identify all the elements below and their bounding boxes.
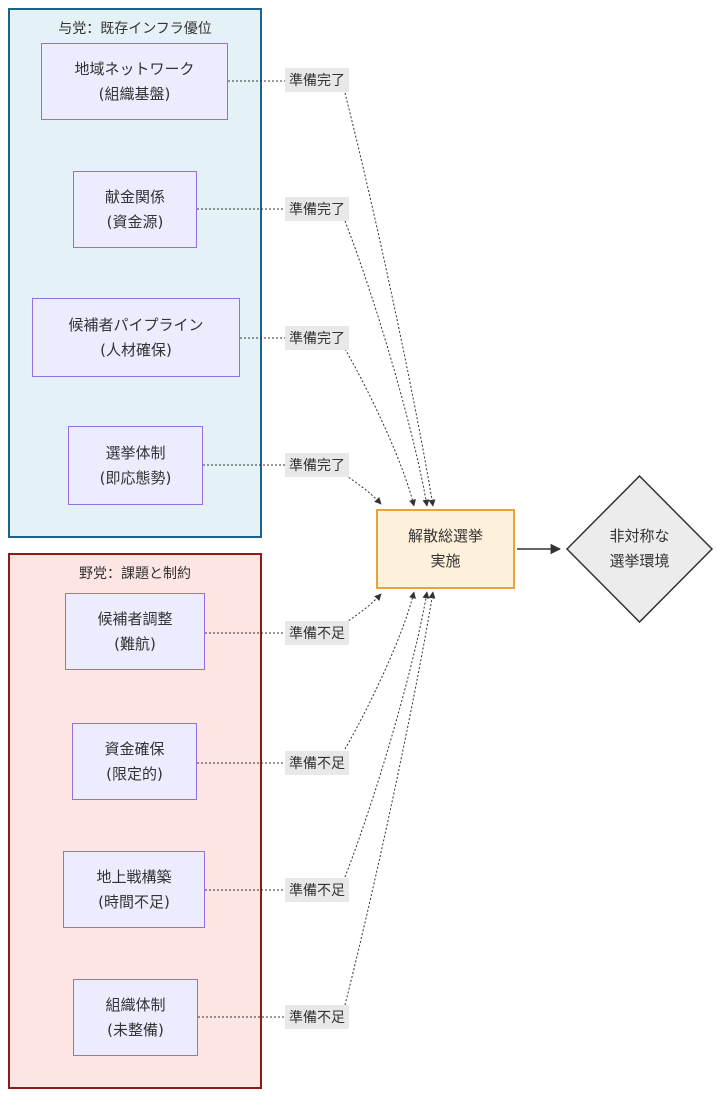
node-organization-line1: 組織体制 (105, 995, 166, 1014)
node-organization-line2: (未整備) (107, 1020, 164, 1039)
node-organization[interactable]: 組織体制 (未整備) (73, 979, 198, 1056)
node-funding-line1: 資金確保 (104, 739, 165, 758)
node-regional-network[interactable]: 地域ネットワーク (組織基盤) (41, 43, 228, 120)
node-funding-line2: (限定的) (106, 764, 163, 783)
node-donation-line1: 献金関係 (104, 187, 165, 206)
node-snap-election-line2: 実施 (430, 552, 461, 570)
edge-label-insufficient-2: 準備不足 (285, 751, 349, 775)
edge-label-ready-4: 準備完了 (285, 453, 349, 477)
node-candidate-coordination[interactable]: 候補者調整 (難航) (65, 593, 205, 670)
edge-election-system-to-election-a (344, 348, 416, 507)
group-opposition-title: 野党：課題と制約 (79, 566, 191, 582)
edge-label-ready-1: 準備完了 (285, 68, 349, 92)
node-asymmetric-environment-line2: 選挙環境 (609, 552, 670, 570)
edge-label-ready-2: 準備完了 (285, 197, 349, 221)
edge-label-ready-3: 準備完了 (285, 326, 349, 350)
node-regional-network-line2: (組織基盤) (98, 84, 171, 103)
node-snap-election-line1: 解散総選挙 (407, 527, 483, 546)
node-candidate-coordination-line2: (難航) (114, 634, 156, 653)
edge-label-insufficient-4: 準備不足 (285, 1005, 349, 1029)
edge-label-insufficient-3: 準備不足 (285, 878, 349, 902)
node-candidate-coordination-line1: 候補者調整 (97, 609, 173, 628)
edge-election-system-to-election-b (341, 472, 382, 505)
edge-organization-to-election (344, 591, 436, 1006)
node-asymmetric-environment-line1: 非対称な (609, 527, 670, 546)
edge-label-insufficient-1: 準備不足 (285, 621, 349, 645)
node-candidate-pipeline[interactable]: 候補者パイプライン (人材確保) (32, 298, 240, 377)
node-candidate-pipeline-line1: 候補者パイプライン (68, 315, 204, 334)
node-regional-network-line1: 地域ネットワーク (74, 59, 195, 78)
node-ground-game[interactable]: 地上戦構築 (時間不足) (63, 851, 205, 928)
node-election-system[interactable]: 選挙体制 (即応態勢) (68, 426, 203, 505)
edge-donation-to-election (344, 220, 430, 507)
node-election-system-line2: (即応態勢) (99, 468, 172, 487)
node-candidate-pipeline-line2: (人材確保) (100, 340, 172, 359)
node-asymmetric-environment-label: 非対称な 選挙環境 (579, 521, 700, 577)
edge-funding-to-election (344, 591, 416, 750)
group-ruling-title: 与党：既存インフラ優位 (58, 21, 212, 37)
node-donation[interactable]: 献金関係 (資金源) (73, 171, 197, 248)
node-ground-game-line1: 地上戦構築 (96, 867, 172, 886)
node-funding[interactable]: 資金確保 (限定的) (72, 723, 197, 800)
edge-ground-game-to-election (344, 591, 430, 878)
node-ground-game-line2: (時間不足) (98, 892, 170, 911)
node-snap-election[interactable]: 解散総選挙 実施 (376, 509, 515, 589)
node-election-system-line1: 選挙体制 (105, 443, 166, 462)
node-donation-line2: (資金源) (106, 212, 164, 231)
edge-regional-network-to-election (344, 92, 436, 507)
